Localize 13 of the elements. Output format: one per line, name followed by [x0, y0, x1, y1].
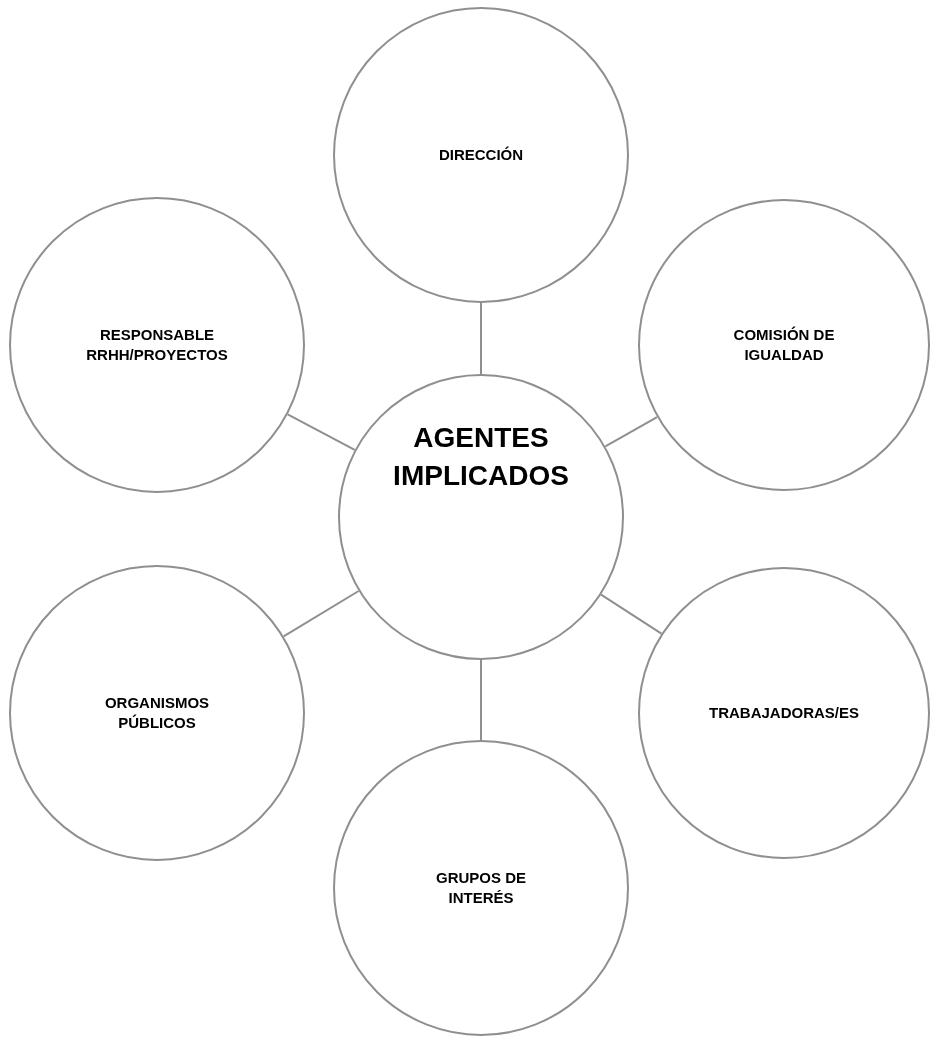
node-label: ORGANISMOS PÚBLICOS	[103, 692, 211, 733]
connector-line	[480, 659, 482, 741]
connector-line	[286, 413, 356, 451]
node-label: DIRECCIÓN	[437, 144, 525, 165]
connector-line	[600, 593, 663, 635]
node-label: TRABAJADORAS/ES	[708, 702, 860, 723]
connector-line	[604, 416, 659, 448]
node-label: COMISIÓN DE IGUALDAD	[732, 324, 836, 365]
node-label: AGENTES IMPLICADOS	[392, 421, 570, 493]
connector-line	[480, 302, 482, 375]
connector-line	[282, 590, 360, 638]
node-label: RESPONSABLE RRHH/PROYECTOS	[85, 324, 229, 365]
node-label: GRUPOS DE INTERÉS	[435, 867, 527, 908]
